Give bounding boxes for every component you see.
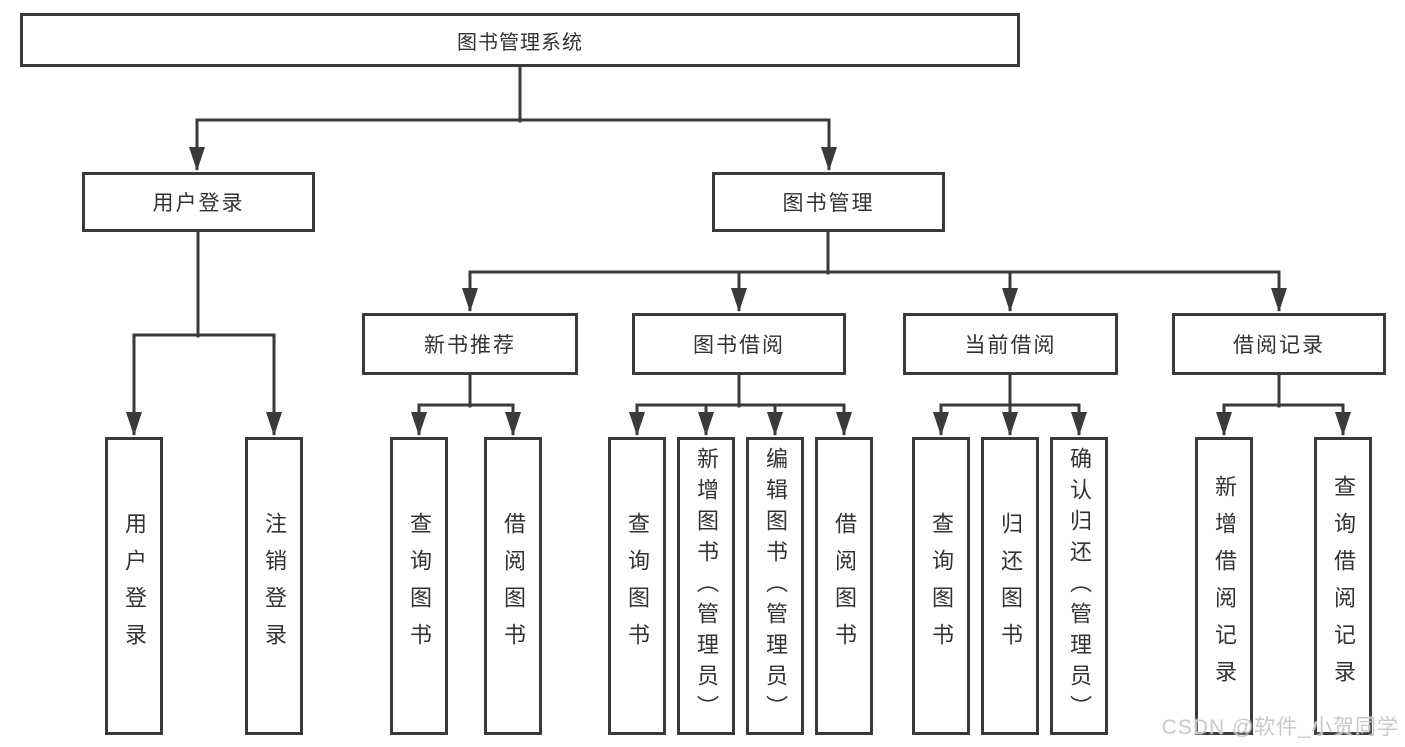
node-new-book-recommend: 新书推荐 (362, 313, 578, 375)
node-current-borrow: 当前借阅 (903, 313, 1118, 375)
leaf-br-add-borrow-record: 新增借阅记录 (1195, 437, 1253, 735)
watermark: CSDN @软件_小贺同学 (1161, 716, 1399, 739)
tree-branch-lines (132, 65, 1345, 408)
leaf-rec-borrow-book: 借阅图书 (484, 437, 542, 735)
node-book-management: 图书管理 (712, 172, 945, 232)
leaf-bb-query-book: 查询图书 (608, 437, 666, 735)
leaf-cb-confirm-return-admin: 确认归还（管理员） (1050, 437, 1108, 735)
leaf-rec-query-book: 查询图书 (390, 437, 448, 735)
leaf-user-login: 用户登录 (105, 437, 163, 735)
connector-arrowheads (126, 120, 1351, 436)
leaf-br-query-borrow-record: 查询借阅记录 (1314, 437, 1372, 735)
leaf-bb-edit-book-admin: 编辑图书（管理员） (746, 437, 804, 735)
node-root: 图书管理系统 (20, 13, 1020, 67)
leaf-cb-return-book: 归还图书 (981, 437, 1039, 735)
node-user-login: 用户登录 (82, 172, 315, 232)
node-borrow-records: 借阅记录 (1172, 313, 1386, 375)
node-book-borrow: 图书借阅 (632, 313, 846, 375)
leaf-bb-add-book-admin: 新增图书（管理员） (677, 437, 735, 735)
leaf-bb-borrow-book: 借阅图书 (815, 437, 873, 735)
leaf-cb-query-book: 查询图书 (912, 437, 970, 735)
leaf-logout-login: 注销登录 (245, 437, 303, 735)
